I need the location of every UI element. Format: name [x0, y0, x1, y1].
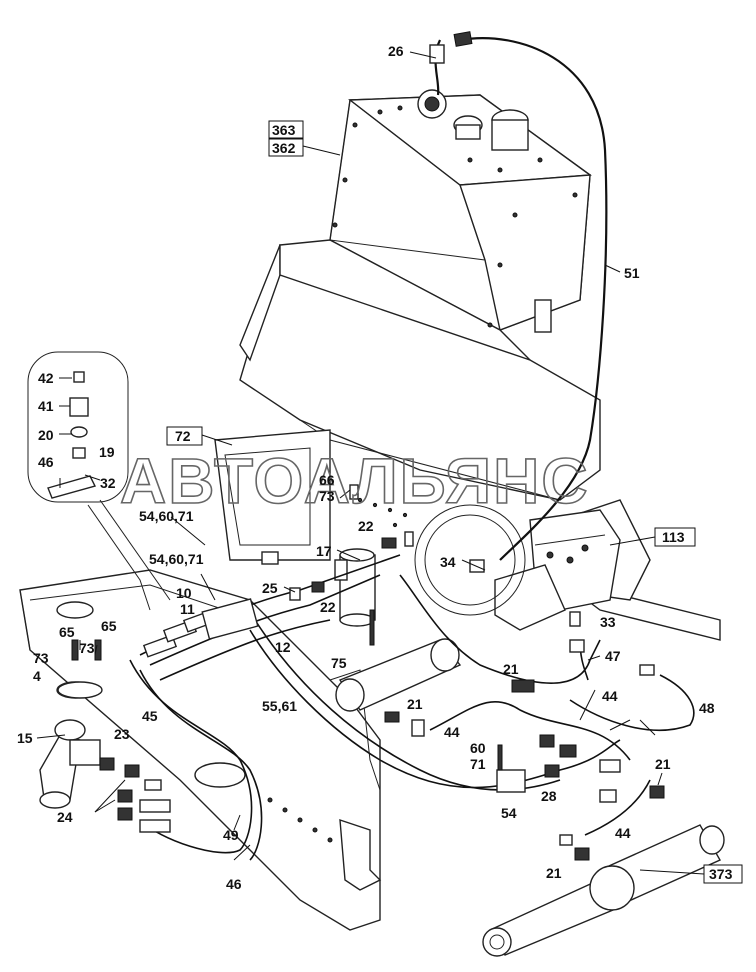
label-44-low: 44 — [615, 825, 631, 841]
label-55-61: 55,61 — [262, 698, 297, 714]
boxed-label-362: 362 — [268, 138, 304, 157]
label-10: 10 — [176, 585, 192, 601]
label-47: 47 — [605, 648, 621, 664]
label-19: 19 — [99, 444, 115, 460]
label-21-bottom: 21 — [546, 865, 562, 881]
label-75: 75 — [331, 655, 347, 671]
label-28: 28 — [541, 788, 557, 804]
label-4: 4 — [33, 668, 41, 684]
label-54-60-71-top: 54,60,71 — [139, 508, 194, 524]
label-51: 51 — [624, 265, 640, 281]
label-71: 71 — [470, 756, 486, 772]
machine-frame — [19, 244, 721, 931]
label-25: 25 — [262, 580, 278, 596]
label-12: 12 — [275, 639, 291, 655]
rivet-pattern — [267, 497, 408, 843]
hose-fittings — [57, 31, 665, 861]
label-34: 34 — [440, 554, 456, 570]
label-22-top: 22 — [358, 518, 374, 534]
label-32: 32 — [100, 475, 116, 491]
label-73-right: 73 — [79, 640, 95, 656]
label-23: 23 — [114, 726, 130, 742]
label-363: 363 — [272, 122, 296, 138]
label-42: 42 — [38, 370, 54, 386]
boxed-label-373: 373 — [703, 864, 743, 884]
label-362: 362 — [272, 140, 296, 156]
label-33: 33 — [600, 614, 616, 630]
label-26: 26 — [388, 43, 404, 59]
label-21-mid: 21 — [407, 696, 423, 712]
label-73-left: 73 — [33, 650, 49, 666]
label-49: 49 — [223, 827, 239, 843]
boxed-label-72: 72 — [166, 426, 203, 446]
label-65-left: 65 — [59, 624, 75, 640]
label-15: 15 — [17, 730, 33, 746]
label-21-right: 21 — [655, 756, 671, 772]
leader-lines — [36, 51, 705, 875]
label-44-mid: 44 — [444, 724, 460, 740]
label-24: 24 — [57, 809, 73, 825]
watermark-text: АВТОАЛЬЯНС — [120, 445, 590, 517]
label-20: 20 — [38, 427, 54, 443]
label-44-right: 44 — [602, 688, 618, 704]
label-113: 113 — [662, 529, 685, 545]
control-valve-block — [414, 504, 621, 631]
label-72: 72 — [175, 428, 191, 444]
label-48: 48 — [699, 700, 715, 716]
hydraulic-tank — [279, 89, 592, 361]
label-54-60-71-mid: 54,60,71 — [149, 551, 204, 567]
boxed-label-113: 113 — [654, 527, 696, 547]
label-60: 60 — [470, 740, 486, 756]
label-46-bottom: 46 — [226, 876, 242, 892]
middle-cylinder — [335, 638, 462, 712]
label-11: 11 — [180, 601, 195, 617]
label-73-top: 73 — [319, 488, 335, 504]
lift-cylinder — [482, 824, 725, 957]
boxed-label-363: 363 — [268, 120, 304, 139]
part-labels: 26 51 42 41 20 19 46 32 66 73 54,60,71 2… — [17, 43, 715, 892]
tank-bolts — [332, 105, 578, 328]
label-46-inset: 46 — [38, 454, 54, 470]
return-filter — [334, 548, 376, 627]
label-22-mid: 22 — [320, 599, 336, 615]
label-65-right: 65 — [101, 618, 117, 634]
label-45: 45 — [142, 708, 158, 724]
label-41: 41 — [38, 398, 54, 414]
label-373: 373 — [709, 866, 733, 882]
label-17: 17 — [316, 543, 332, 559]
label-66: 66 — [319, 472, 335, 488]
label-54: 54 — [501, 805, 517, 821]
inset-detail — [27, 351, 171, 611]
label-21-upper: 21 — [503, 661, 519, 677]
